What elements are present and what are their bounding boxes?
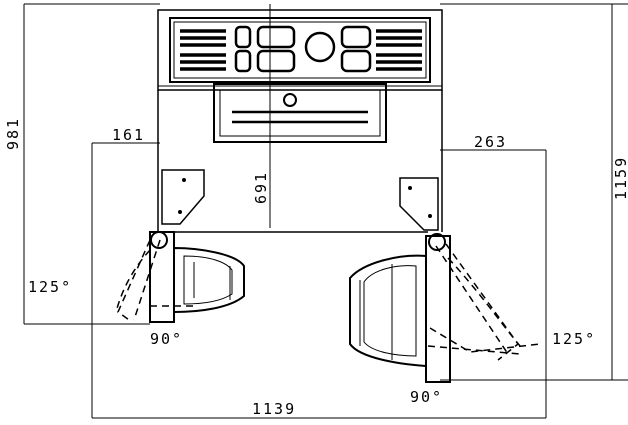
total-width-dimension: 1139	[252, 400, 296, 418]
left-hinge-assembly	[115, 169, 245, 323]
left-height-dimension: 981	[4, 117, 22, 150]
center-dial-icon	[304, 31, 336, 63]
display-segments	[234, 25, 372, 73]
left-vent-grille	[180, 29, 226, 71]
right-height-dimension: 1159	[612, 156, 628, 200]
left-closed-angle: 90°	[150, 330, 183, 348]
drawer-knob-icon	[283, 93, 297, 107]
left-offset-dimension: 161	[112, 126, 145, 144]
right-offset-dimension: 263	[474, 133, 507, 151]
control-panel	[169, 17, 431, 83]
right-hinge-assembly	[349, 177, 541, 383]
right-open-angle: 125°	[552, 330, 596, 348]
right-vent-grille	[376, 29, 422, 71]
left-open-angle: 125°	[28, 278, 72, 296]
dimension-lines	[23, 3, 628, 419]
right-closed-angle: 90°	[410, 388, 443, 406]
drawer-tray	[213, 83, 387, 143]
center-depth-dimension: 691	[252, 171, 270, 204]
